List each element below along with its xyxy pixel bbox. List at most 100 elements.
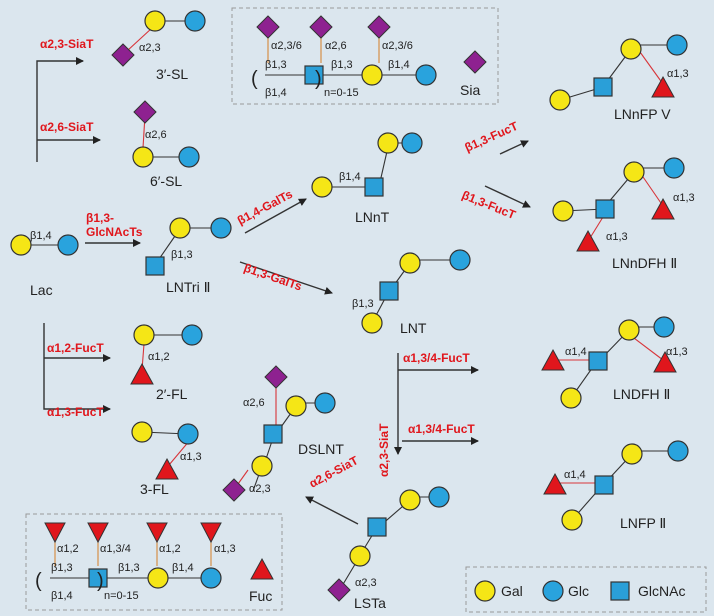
fuc-symbol xyxy=(130,362,154,385)
glc-symbol xyxy=(181,324,203,346)
legend-sia-label: Sia xyxy=(460,82,480,98)
sialyl-repeat-box xyxy=(231,7,499,105)
enzyme-fuct12: α1,2-FucT xyxy=(47,341,104,355)
bracket-open: ( xyxy=(251,68,258,90)
gal-symbol xyxy=(361,64,383,86)
glcnac-symbol xyxy=(88,568,108,588)
label-3fl: 3-FL xyxy=(140,481,169,497)
bracket-close: ) xyxy=(315,68,322,90)
gal-symbol xyxy=(618,319,640,341)
gal-symbol xyxy=(349,545,371,567)
fuc-symbol xyxy=(543,472,567,495)
fuc-symbol xyxy=(651,197,675,220)
gal-symbol xyxy=(620,38,642,60)
bracket-close: ) xyxy=(97,570,104,592)
enzyme-labels: α2,3-SiaT α2,6-SiaT β1,3- GlcNAcTs β1,4-… xyxy=(40,37,521,491)
link-label: α2,6 xyxy=(145,129,167,141)
label-lnnfp: LNnFP V xyxy=(614,106,671,122)
gal-symbol xyxy=(10,234,32,256)
enzyme-fuct134-a: α1,3/4-FucT xyxy=(403,351,470,365)
gal-symbol xyxy=(169,217,191,239)
link-label: β1,3 xyxy=(352,298,374,310)
link-label: α2,3/6 xyxy=(271,40,302,52)
enzyme-galt13: β1,3-GalTs xyxy=(242,261,304,294)
fuc-symbol xyxy=(87,522,109,544)
fuc-symbol xyxy=(576,229,600,252)
link-label: α2,3 xyxy=(139,42,161,54)
glc-symbol xyxy=(401,132,423,154)
legend-box xyxy=(465,566,707,613)
reaction-arrows xyxy=(36,57,531,525)
enzyme-fuct13-c: α1,3-FucT xyxy=(47,405,104,419)
link-label: α1,3/4 xyxy=(100,543,131,555)
label-lnnt: LNnT xyxy=(355,209,390,225)
glcnac-symbol xyxy=(588,351,608,371)
linkage-labels: α2,3 α2,6 β1,4 β1,3 β1,4 β1,3 α1,3 α1,3 … xyxy=(30,40,695,602)
legend-glc-label: Glc xyxy=(568,583,589,599)
glc-symbol xyxy=(666,34,688,56)
legend-gal-label: Gal xyxy=(501,583,523,599)
label-lndfh: LNDFH Ⅱ xyxy=(613,386,670,402)
glc-symbol xyxy=(314,392,336,414)
glc-symbol xyxy=(428,486,450,508)
link-label: α1,2 xyxy=(159,543,181,555)
glc-symbol xyxy=(667,440,689,462)
glcnac-symbol xyxy=(379,281,399,301)
link-label: β1,3 xyxy=(265,59,287,71)
fuc-symbol xyxy=(541,348,565,371)
gal-symbol xyxy=(399,252,421,274)
gal-symbol xyxy=(623,161,645,183)
enzyme-fuct13-b: β1,3-FucT xyxy=(460,188,518,222)
link-label: α1,4 xyxy=(564,469,586,481)
label-dslnt: DSLNT xyxy=(298,441,344,457)
label-lac: Lac xyxy=(30,282,53,298)
glcnac-symbol xyxy=(595,199,615,219)
link-label: α1,3 xyxy=(606,231,628,243)
glcnac-symbol xyxy=(594,475,614,495)
link-label: α1,2 xyxy=(148,351,170,363)
glcnac-symbol xyxy=(263,424,283,444)
glc-symbol xyxy=(200,567,222,589)
link-label: α1,3 xyxy=(214,543,236,555)
link-label: α1,3 xyxy=(667,68,689,80)
glcnac-symbol xyxy=(145,256,165,276)
gal-symbol xyxy=(560,387,582,409)
compound-labels: 3′-SL 6′-SL Lac LNTri Ⅱ LNnT LNT LNnFP V… xyxy=(30,66,677,611)
sia-symbol xyxy=(133,100,157,124)
link-label: α1,3 xyxy=(180,451,202,463)
fuc-symbol xyxy=(155,457,179,480)
link-label: α2,3/6 xyxy=(382,40,413,52)
gal-symbol xyxy=(131,421,153,443)
sia-symbol xyxy=(463,50,487,74)
gal-symbol xyxy=(549,89,571,111)
gal-symbol xyxy=(285,395,307,417)
fuc-symbol xyxy=(250,557,274,580)
gal-symbol xyxy=(361,312,383,334)
gal-symbol xyxy=(147,567,169,589)
link-label: β1,4 xyxy=(265,87,287,99)
enzyme-fuct134-b: α1,3/4-FucT xyxy=(408,422,475,436)
fucosyl-repeat-box xyxy=(25,513,283,611)
label-6sl: 6′-SL xyxy=(150,173,182,189)
gal-symbol xyxy=(621,443,643,465)
glycan-symbols xyxy=(10,10,689,602)
sia-symbol xyxy=(222,478,246,502)
glc-symbol xyxy=(210,217,232,239)
glcnac-symbol xyxy=(610,581,630,601)
legend-fuc-label: Fuc xyxy=(249,588,272,604)
enzyme-siat26: α2,6-SiaT xyxy=(40,120,94,134)
link-label: α1,3 xyxy=(673,192,695,204)
fuc-symbol xyxy=(44,522,66,544)
enzyme-siat23: α2,3-SiaT xyxy=(40,37,94,51)
label-2fl: 2′-FL xyxy=(156,386,188,402)
glcnac-symbol xyxy=(593,77,613,97)
label-lnfp: LNFP Ⅱ xyxy=(620,515,666,531)
glc-symbol xyxy=(184,10,206,32)
legend: Sia Fuc Gal Glc GlcNAc xyxy=(249,82,685,604)
glc-symbol xyxy=(449,249,471,271)
link-label: α2,3 xyxy=(355,577,377,589)
link-label: β1,3 xyxy=(331,59,353,71)
link-label: α1,4 xyxy=(565,346,587,358)
link-label: n=0-15 xyxy=(324,87,359,99)
